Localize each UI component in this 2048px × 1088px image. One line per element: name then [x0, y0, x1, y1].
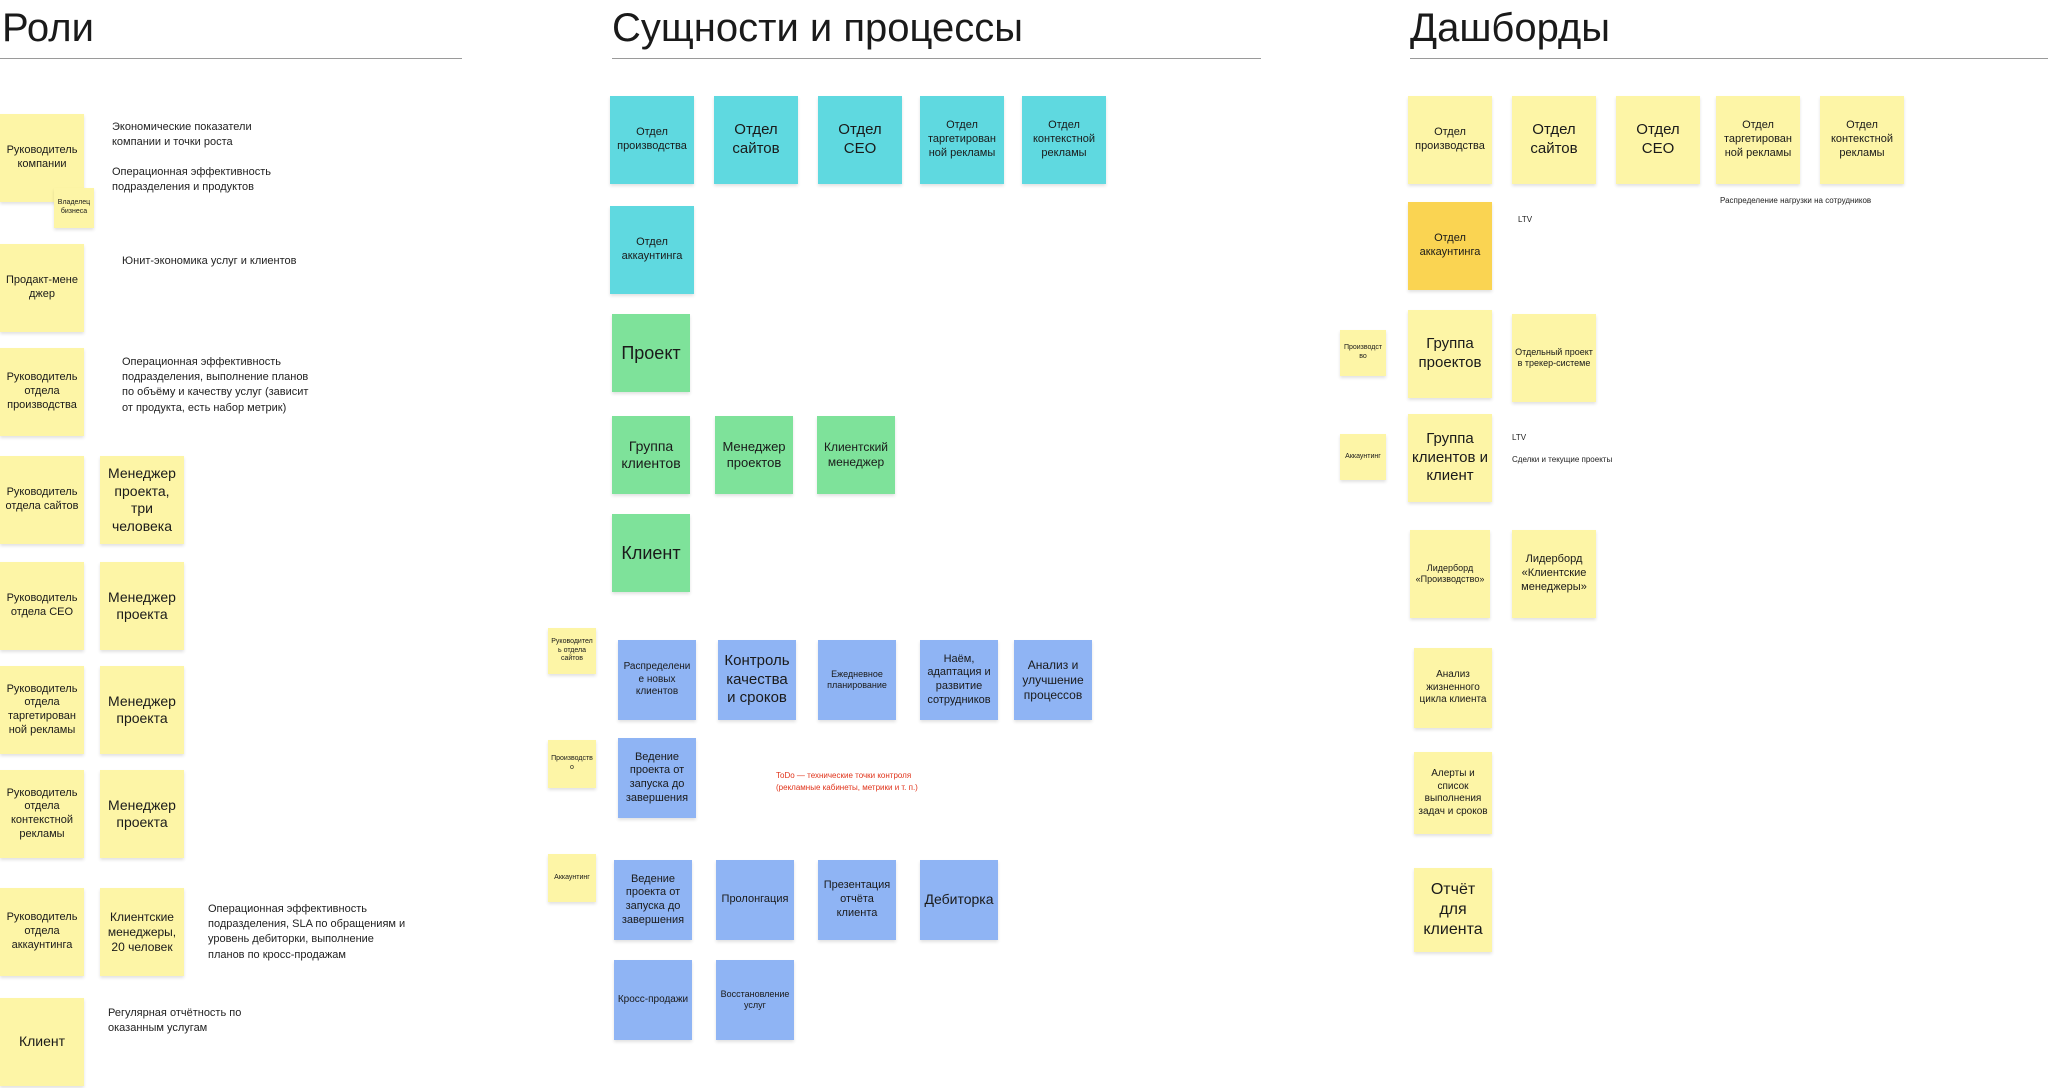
sticky-process-analysis[interactable]: Анализ и улучшение процессов — [1014, 640, 1092, 720]
divider-roles — [0, 58, 462, 59]
sticky-process-distribution[interactable]: Распределение новых клиентов — [618, 640, 696, 720]
sticky-entity-dept-accounting[interactable]: Отдел аккаунтинга — [610, 206, 694, 294]
text-accounting-efficiency[interactable]: Операционная эффективность подразделения… — [208, 903, 406, 961]
sticky-dash-client-report[interactable]: Отчёт для клиента — [1414, 868, 1492, 952]
divider-entities — [612, 58, 1261, 59]
sticky-tag-head-sites[interactable]: Руководитель отдела сайтов — [548, 628, 596, 674]
sticky-dash-dept-production[interactable]: Отдел производства — [1408, 96, 1492, 184]
text-ceo-efficiency[interactable]: Операционная эффективность подразделения… — [112, 166, 271, 194]
sticky-dash-dept-accounting[interactable]: Отдел аккаунтинга — [1408, 202, 1492, 290]
sticky-dash-dept-sites[interactable]: Отдел сайтов — [1512, 96, 1596, 184]
sticky-process-hiring[interactable]: Наём, адаптация и развитие сотрудников — [920, 640, 998, 720]
text-product-unit-economics[interactable]: Юнит-экономика услуг и клиентов — [122, 255, 297, 267]
sticky-dash-separate-project[interactable]: Отдельный проект в трекер-системе — [1512, 314, 1596, 402]
sticky-dash-leaderboard-production[interactable]: Лидерборд «Производство» — [1410, 530, 1490, 618]
sticky-role-head-seo[interactable]: Руководитель отдела CEO — [0, 562, 84, 650]
sticky-role-business-owner[interactable]: Владелец бизнеса — [54, 188, 94, 228]
sticky-process-receivables[interactable]: Дебиторка — [920, 860, 998, 940]
sticky-dash-tag-accounting[interactable]: Аккаунтинг — [1340, 434, 1386, 480]
text-ltv-2[interactable]: LTV — [1512, 433, 1527, 442]
sticky-tag-accounting[interactable]: Аккаунтинг — [548, 854, 596, 902]
sticky-dash-dept-context[interactable]: Отдел контекстной рекламы — [1820, 96, 1904, 184]
text-ceo-metrics[interactable]: Экономические показатели компании и точк… — [112, 121, 252, 149]
sticky-dash-dept-seo[interactable]: Отдел CEO — [1616, 96, 1700, 184]
sticky-process-prolongation[interactable]: Пролонгация — [716, 860, 794, 940]
sticky-role-head-accounting[interactable]: Руководитель отдела аккаунтинга — [0, 888, 84, 976]
sticky-role-head-sites[interactable]: Руководитель отдела сайтов — [0, 456, 84, 544]
sticky-role-client[interactable]: Клиент — [0, 998, 84, 1086]
text-todo-checkpoints[interactable]: ToDo — технические точки контроля (рекла… — [776, 771, 918, 792]
sticky-role-head-production[interactable]: Руководитель отдела производства — [0, 348, 84, 436]
sticky-role-ceo[interactable]: Руководитель компании — [0, 114, 84, 202]
text-ltv-1[interactable]: LTV — [1518, 215, 1533, 224]
section-title-entities: Сущности и процессы — [612, 6, 1023, 50]
sticky-process-quality[interactable]: Контроль качества и сроков — [718, 640, 796, 720]
sticky-dash-lifecycle[interactable]: Анализ жизненного цикла клиента — [1414, 648, 1492, 728]
sticky-process-project-lead-2[interactable]: Ведение проекта от запуска до завершения — [614, 860, 692, 940]
sticky-role-head-context[interactable]: Руководитель отдела контекстной рекламы — [0, 770, 84, 858]
sticky-process-restoration[interactable]: Восстановление услуг — [716, 960, 794, 1040]
text-load-distribution[interactable]: Распределение нагрузки на сотрудников — [1720, 196, 1872, 205]
text-deals-current-projects[interactable]: Сделки и текущие проекты — [1512, 455, 1613, 464]
sticky-dash-project-group[interactable]: Группа проектов — [1408, 310, 1492, 398]
sticky-role-pm-targeted[interactable]: Менеджер проекта — [100, 666, 184, 754]
sticky-dash-leaderboard-managers[interactable]: Лидерборд «Клиентские менеджеры» — [1512, 530, 1596, 618]
sticky-process-report-presentation[interactable]: Презентация отчёта клиента — [818, 860, 896, 940]
sticky-dash-tag-production[interactable]: Производство — [1340, 330, 1386, 376]
sticky-entity-project-manager[interactable]: Менеджер проектов — [715, 416, 793, 494]
sticky-entity-project[interactable]: Проект — [612, 314, 690, 392]
sticky-role-pm-seo[interactable]: Менеджер проекта — [100, 562, 184, 650]
sticky-dash-dept-targeted[interactable]: Отдел таргетирован ной рекламы — [1716, 96, 1800, 184]
sticky-entity-client[interactable]: Клиент — [612, 514, 690, 592]
text-client-reporting[interactable]: Регулярная отчётность по оказанным услуг… — [108, 1007, 242, 1035]
sticky-role-pm-context[interactable]: Менеджер проекта — [100, 770, 184, 858]
sticky-role-pm-three[interactable]: Менеджер проекта, три человека — [100, 456, 184, 544]
sticky-process-daily-planning[interactable]: Ежедневное планирование — [818, 640, 896, 720]
section-title-roles: Роли — [2, 6, 94, 50]
sticky-entity-dept-production[interactable]: Отдел производства — [610, 96, 694, 184]
divider-dashboards — [1410, 58, 2048, 59]
sticky-dash-alerts[interactable]: Алерты и список выполнения задач и сроко… — [1414, 752, 1492, 834]
sticky-entity-dept-seo[interactable]: Отдел CEO — [818, 96, 902, 184]
sticky-role-client-managers[interactable]: Клиентские менеджеры, 20 человек — [100, 888, 184, 976]
sticky-role-product-manager[interactable]: Продакт-мене джер — [0, 244, 84, 332]
sticky-entity-dept-context[interactable]: Отдел контекстной рекламы — [1022, 96, 1106, 184]
sticky-process-cross-sales[interactable]: Кросс-продажи — [614, 960, 692, 1040]
sticky-process-project-lead-1[interactable]: Ведение проекта от запуска до завершения — [618, 738, 696, 818]
sticky-dash-client-group[interactable]: Группа клиентов и клиент — [1408, 414, 1492, 502]
sticky-tag-production[interactable]: Производство — [548, 740, 596, 788]
sticky-role-head-targeted[interactable]: Руководитель отдела таргетирован ной рек… — [0, 666, 84, 754]
text-production-efficiency[interactable]: Операционная эффективность подразделения… — [122, 356, 309, 414]
section-title-dashboards: Дашборды — [1410, 6, 1610, 50]
sticky-entity-dept-targeted[interactable]: Отдел таргетирован ной рекламы — [920, 96, 1004, 184]
sticky-entity-client-manager[interactable]: Клиентский менеджер — [817, 416, 895, 494]
sticky-entity-client-group[interactable]: Группа клиентов — [612, 416, 690, 494]
sticky-entity-dept-sites[interactable]: Отдел сайтов — [714, 96, 798, 184]
